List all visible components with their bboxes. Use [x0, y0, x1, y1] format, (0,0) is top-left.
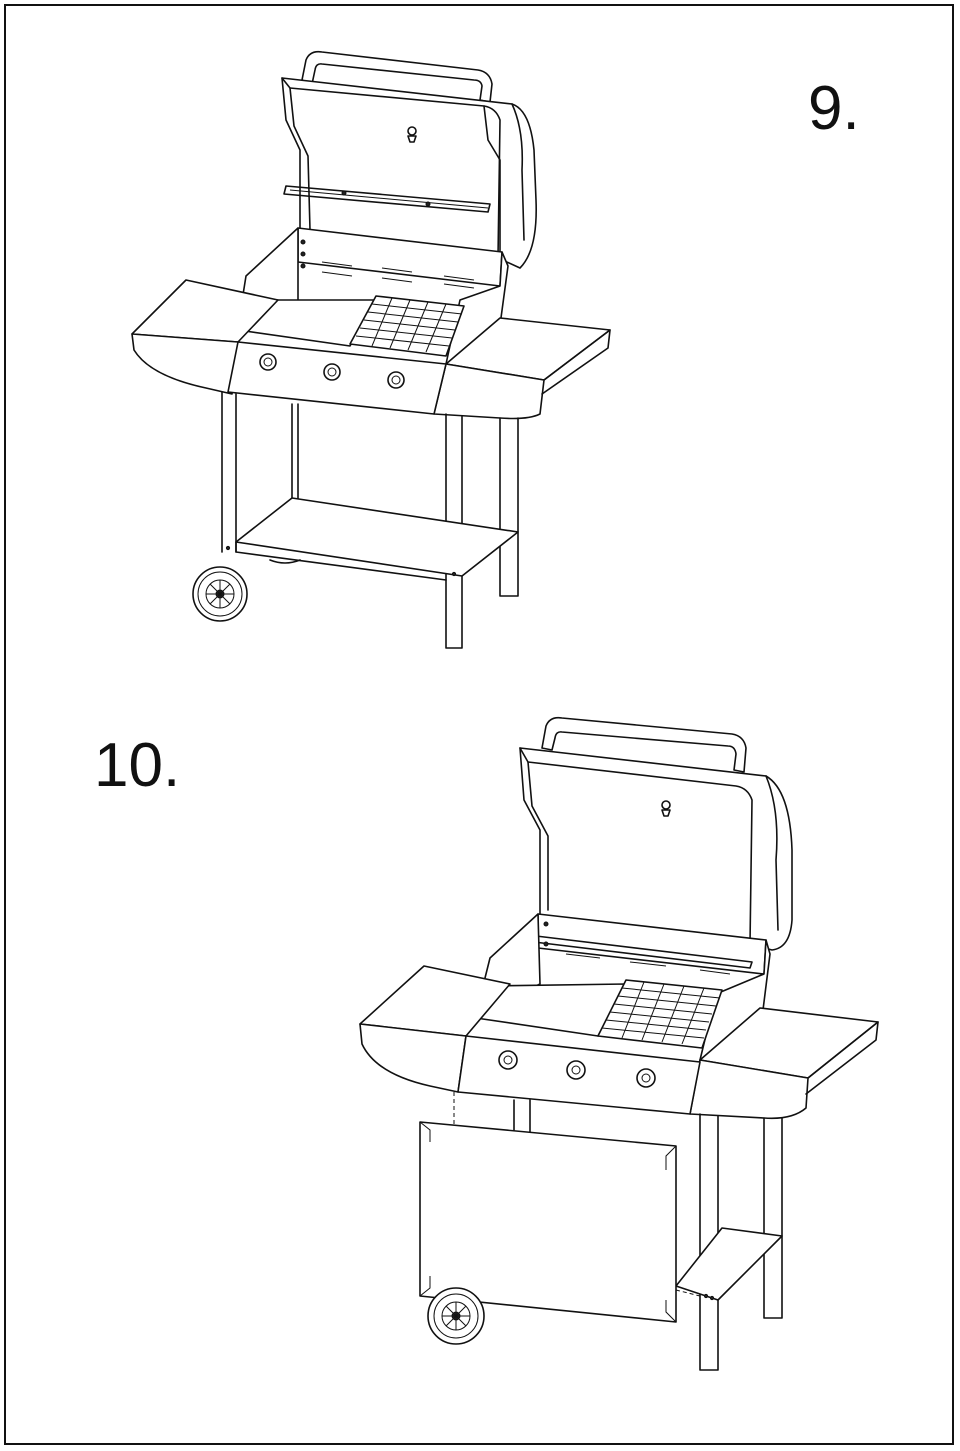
lid	[281, 77, 537, 269]
step-number-9: 9.	[808, 74, 860, 143]
grill-grate	[349, 295, 465, 357]
step-number-10: 10.	[94, 731, 181, 800]
warming-rack	[283, 185, 491, 213]
grill-grate	[597, 979, 723, 1049]
bottom-shelf	[675, 1227, 783, 1301]
thermometer-icon	[407, 126, 417, 143]
front-door-panel	[419, 1121, 677, 1323]
wheel	[427, 1287, 485, 1345]
control-knobs	[259, 353, 405, 389]
page-border	[4, 4, 954, 1445]
lid-handle	[541, 716, 747, 773]
firebox-back	[537, 913, 767, 975]
lid	[519, 747, 793, 951]
wheel	[192, 566, 248, 622]
bottom-shelf	[235, 497, 519, 577]
control-knobs	[498, 1050, 656, 1088]
thermometer-icon	[661, 800, 671, 817]
